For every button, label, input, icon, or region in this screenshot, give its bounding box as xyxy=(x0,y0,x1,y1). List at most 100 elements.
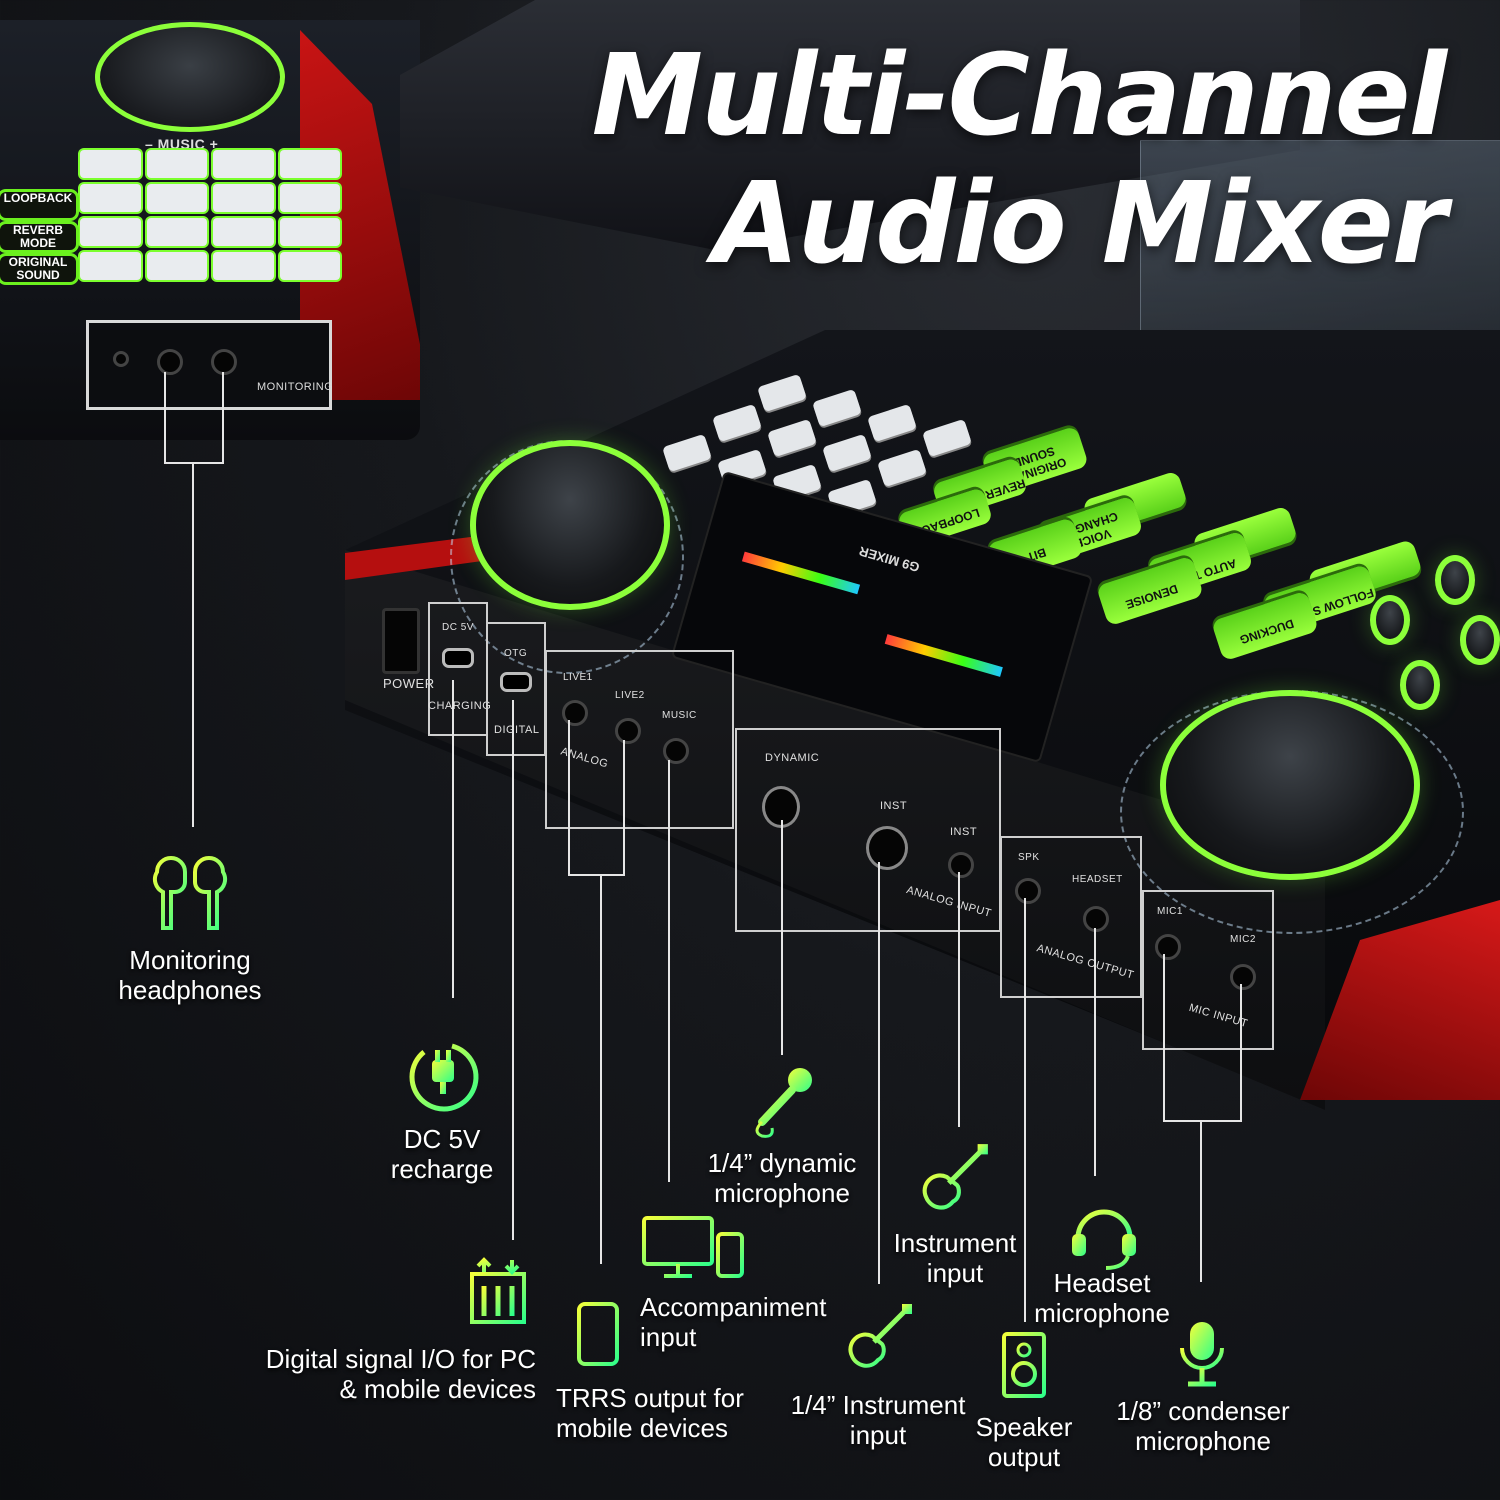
music-knob-label: – MUSIC + xyxy=(145,136,219,152)
analog-input-box xyxy=(735,728,1001,932)
key-5[interactable] xyxy=(80,184,141,212)
guitar-icon xyxy=(848,1304,912,1368)
leader-line xyxy=(958,872,960,1127)
callout-digital: Digital signal I/O for PC & mobile devic… xyxy=(265,1344,536,1404)
monitor-phone-icon xyxy=(642,1216,744,1278)
callout-speaker: Speaker output xyxy=(975,1412,1073,1472)
music-label: MUSIC xyxy=(662,710,697,721)
usb-c-charging-port[interactable] xyxy=(442,648,474,668)
speaker-icon xyxy=(1002,1332,1046,1398)
plug-icon xyxy=(409,1043,479,1112)
live1-jack[interactable] xyxy=(562,700,588,726)
adjust-knob[interactable] xyxy=(1400,660,1440,710)
music-knob-left[interactable] xyxy=(470,440,670,610)
mic-input-box xyxy=(1142,890,1274,1050)
bracket-line xyxy=(222,372,224,464)
condenser-mic-icon xyxy=(1180,1322,1224,1387)
reverb-mode-button[interactable]: REVERB MODE xyxy=(0,224,76,250)
leader-line xyxy=(1200,1120,1202,1282)
callout-monitoring: Monitoring headphones xyxy=(118,945,262,1005)
original-sound-button[interactable]: ORIGINAL SOUND xyxy=(0,256,76,282)
adjust-knob[interactable] xyxy=(1370,595,1410,645)
key-7[interactable] xyxy=(213,184,274,212)
callout-headset: Headset microphone xyxy=(1034,1268,1170,1328)
bracket-line xyxy=(1240,984,1242,1122)
guitar-icon xyxy=(922,1144,988,1210)
analog-port-box xyxy=(545,650,734,829)
key-d[interactable] xyxy=(279,252,340,280)
live2-label: LIVE2 xyxy=(615,690,645,701)
key-2[interactable] xyxy=(146,150,207,178)
key-9[interactable] xyxy=(80,218,141,246)
screen-title: G9 MIXER xyxy=(857,543,922,576)
key-b[interactable] xyxy=(146,252,207,280)
leader-line xyxy=(192,462,194,827)
key-4[interactable] xyxy=(279,150,340,178)
leader-line xyxy=(668,760,670,1182)
leader-line xyxy=(452,680,454,998)
usb-c-otg-port[interactable] xyxy=(500,672,532,692)
pc-arrows-icon xyxy=(470,1257,526,1324)
bracket-line xyxy=(568,874,625,876)
live1-label: LIVE1 xyxy=(563,672,593,683)
speaker-jack[interactable] xyxy=(1015,878,1041,904)
inst-label-2: INST xyxy=(950,826,978,838)
analog-output-box xyxy=(1000,836,1142,998)
charging-label: CHARGING xyxy=(428,700,492,712)
callout-accompaniment: Accompaniment input xyxy=(640,1292,827,1352)
mic2-jack[interactable] xyxy=(1230,964,1256,990)
loopback-button[interactable]: LOOPBACK xyxy=(0,192,76,218)
dc5v-label: DC 5V xyxy=(442,622,474,633)
adjust-knob[interactable] xyxy=(1460,615,1500,665)
monitor-jack-2[interactable] xyxy=(211,349,237,375)
callout-instrument-quarter: 1/4” Instrument input xyxy=(790,1390,966,1450)
mic-knob-right[interactable] xyxy=(1160,690,1420,880)
bracket-line xyxy=(568,720,570,876)
key-1[interactable] xyxy=(80,150,141,178)
otg-label: OTG xyxy=(504,648,528,659)
bracket-line xyxy=(1163,1120,1242,1122)
bracket-line xyxy=(1163,954,1165,1122)
instrument-jack[interactable] xyxy=(948,852,974,878)
mic1-label: MIC1 xyxy=(1157,906,1183,917)
key-3[interactable] xyxy=(213,150,274,178)
key-c[interactable] xyxy=(213,252,274,280)
secondary-keypad xyxy=(80,150,340,280)
adjust-knob[interactable] xyxy=(1435,555,1475,605)
bracket-line xyxy=(164,372,166,464)
key-11[interactable] xyxy=(213,218,274,246)
callout-instrument: Instrument input xyxy=(893,1228,1017,1288)
key-8[interactable] xyxy=(279,184,340,212)
level-meter xyxy=(741,551,861,595)
indicator-led xyxy=(113,351,129,367)
mic1-jack[interactable] xyxy=(1155,934,1181,960)
key-12[interactable] xyxy=(279,218,340,246)
secondary-music-knob[interactable] xyxy=(95,22,285,132)
leader-line xyxy=(781,820,783,1055)
headset-icon xyxy=(1072,1209,1136,1270)
callout-dynamic-mic: 1/4” dynamic microphone xyxy=(707,1148,857,1208)
title-line-1: Multi-Channel xyxy=(591,31,1447,161)
headset-jack[interactable] xyxy=(1083,906,1109,932)
level-meter xyxy=(884,634,1003,677)
key-a[interactable] xyxy=(80,252,141,280)
bracket-line xyxy=(164,462,224,464)
callout-condenser: 1/8” condenser microphone xyxy=(1116,1396,1290,1456)
phone-icon xyxy=(577,1302,619,1366)
key-10[interactable] xyxy=(146,218,207,246)
leader-line xyxy=(878,862,880,1284)
headset-label: HEADSET xyxy=(1072,874,1123,885)
leader-line xyxy=(1024,898,1026,1322)
key-6[interactable] xyxy=(146,184,207,212)
monitor-jack-1[interactable] xyxy=(157,349,183,375)
dynamic-label: DYNAMIC xyxy=(765,752,820,764)
leader-line xyxy=(512,700,514,1240)
microphone-icon xyxy=(755,1068,812,1138)
instrument-jack-quarter[interactable] xyxy=(866,826,908,870)
title-line-2: Audio Mixer xyxy=(712,159,1447,289)
power-switch[interactable] xyxy=(382,608,420,674)
live2-jack[interactable] xyxy=(615,718,641,744)
earbuds-icon xyxy=(152,856,228,930)
music-jack[interactable] xyxy=(663,738,689,764)
callout-trrs: TRRS output for mobile devices xyxy=(556,1383,744,1443)
